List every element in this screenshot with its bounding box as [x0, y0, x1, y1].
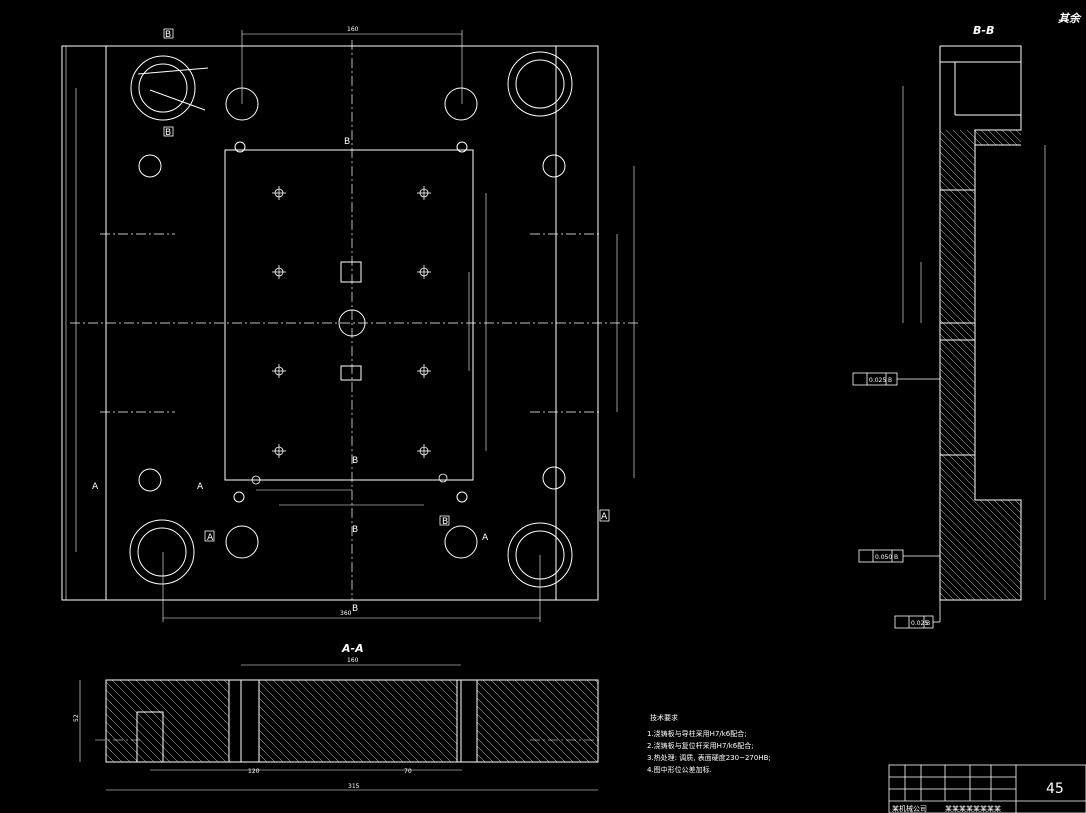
marker-b-5: B [352, 525, 358, 535]
note-line-4: 4.图中形位公差加标. [647, 765, 712, 774]
plan-view [61, 28, 640, 622]
marker-b-3: B [344, 137, 350, 147]
corner-label: 其余 [1058, 12, 1082, 25]
cavity-pocket [224, 149, 474, 481]
title-block [888, 764, 1086, 813]
section-aa [79, 664, 600, 791]
dim-aa-bottom: 315 [348, 783, 360, 790]
title-block-code: 45 [1046, 781, 1064, 797]
dim-aa-left: 120 [248, 768, 260, 775]
technical-notes: 技术要求 1.浇铸板与导柱采用H7/k6配合; 2.浇铸板与复位杆采用H7/k6… [647, 713, 771, 774]
marker-a-5: A [601, 512, 608, 522]
marker-a-3: A [207, 533, 214, 543]
dim-bottom: 360 [340, 610, 352, 617]
dim-aa-h: 52 [73, 714, 80, 722]
note-line-1: 1.浇铸板与导柱采用H7/k6配合; [647, 729, 747, 738]
notes-title: 技术要求 [650, 713, 678, 722]
note-line-2: 2.浇铸板与复位杆采用H7/k6配合; [647, 741, 754, 750]
tol-datum-3: B [926, 620, 930, 627]
guide-hole-tr [507, 51, 573, 117]
tol-datum-2: B [894, 554, 898, 561]
section-bb [852, 45, 1046, 629]
section-bb-title: B-B [973, 24, 994, 37]
marker-b-2: B [165, 128, 171, 138]
tol-datum-1: B [888, 377, 892, 384]
marker-a-4: A [482, 533, 489, 543]
dim-aa-top: 160 [347, 657, 359, 664]
marker-b-4: B [352, 456, 358, 466]
tol-parallel-1: 0.025 [869, 377, 886, 384]
title-block-row2: 某某某某某某某某 [945, 805, 1001, 813]
section-aa-title: A-A [341, 642, 364, 655]
marker-a-1: A [92, 482, 99, 492]
marker-b-7: B [442, 517, 448, 527]
guide-hole-bl [129, 519, 195, 585]
tol-perp: 0.025 [911, 620, 928, 627]
tol-parallel-2: 0.050 [875, 554, 892, 561]
title-block-school: 某机械公司 [892, 804, 927, 813]
dim-top: 160 [347, 26, 359, 33]
marker-b-6: B [352, 604, 358, 614]
guide-hole-tl [130, 55, 196, 121]
dim-aa-right: 70 [404, 768, 412, 775]
note-line-3: 3.热处理: 调质, 表面硬度230~270HB; [647, 753, 771, 762]
marker-b-top: B [165, 30, 171, 40]
marker-a-2: A [197, 482, 204, 492]
